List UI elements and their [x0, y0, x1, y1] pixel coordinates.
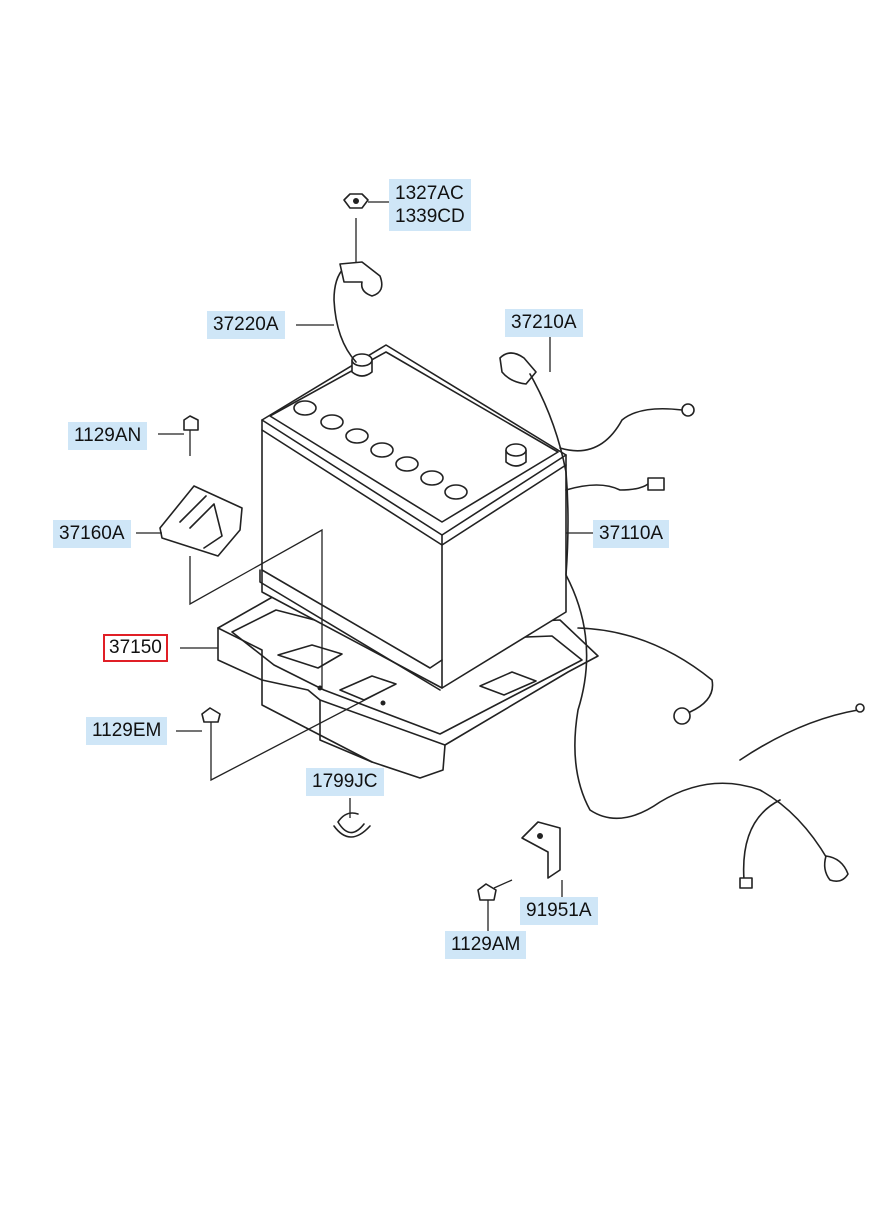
part-label-1327ac-1339cd[interactable]: 1327AC 1339CD — [389, 179, 471, 231]
part-label-37150[interactable]: 37150 — [103, 634, 168, 662]
part-label-1129em[interactable]: 1129EM — [86, 717, 168, 745]
tray-bolt — [201, 707, 221, 744]
hold-down-bolt — [183, 415, 199, 456]
battery-cell-caps — [293, 400, 468, 500]
part-label-1129am[interactable]: 1129AM — [445, 931, 527, 959]
cable-clip — [333, 812, 371, 838]
battery-terminal-positive — [351, 353, 373, 377]
battery — [259, 344, 567, 691]
positive-cable — [333, 218, 383, 363]
part-label-37210a[interactable]: 37210A — [505, 309, 583, 337]
part-label-1327ac: 1327AC — [395, 183, 464, 204]
mounting-bracket — [521, 821, 561, 879]
part-label-1129an[interactable]: 1129AN — [68, 422, 148, 450]
bracket-bolt — [477, 879, 513, 901]
part-label-37110a[interactable]: 37110A — [593, 520, 670, 548]
part-label-37220a[interactable]: 37220A — [207, 311, 285, 339]
part-label-1339cd: 1339CD — [395, 206, 465, 227]
battery-terminal-negative — [505, 443, 527, 467]
part-label-1799jc[interactable]: 1799JC — [306, 768, 384, 796]
hold-down-bracket — [159, 485, 243, 557]
hex-nut — [343, 193, 369, 209]
negative-cable-harness — [499, 352, 865, 889]
leader-lines — [136, 201, 594, 934]
part-label-91951a[interactable]: 91951A — [520, 897, 598, 925]
part-label-37160a[interactable]: 37160A — [53, 520, 131, 548]
